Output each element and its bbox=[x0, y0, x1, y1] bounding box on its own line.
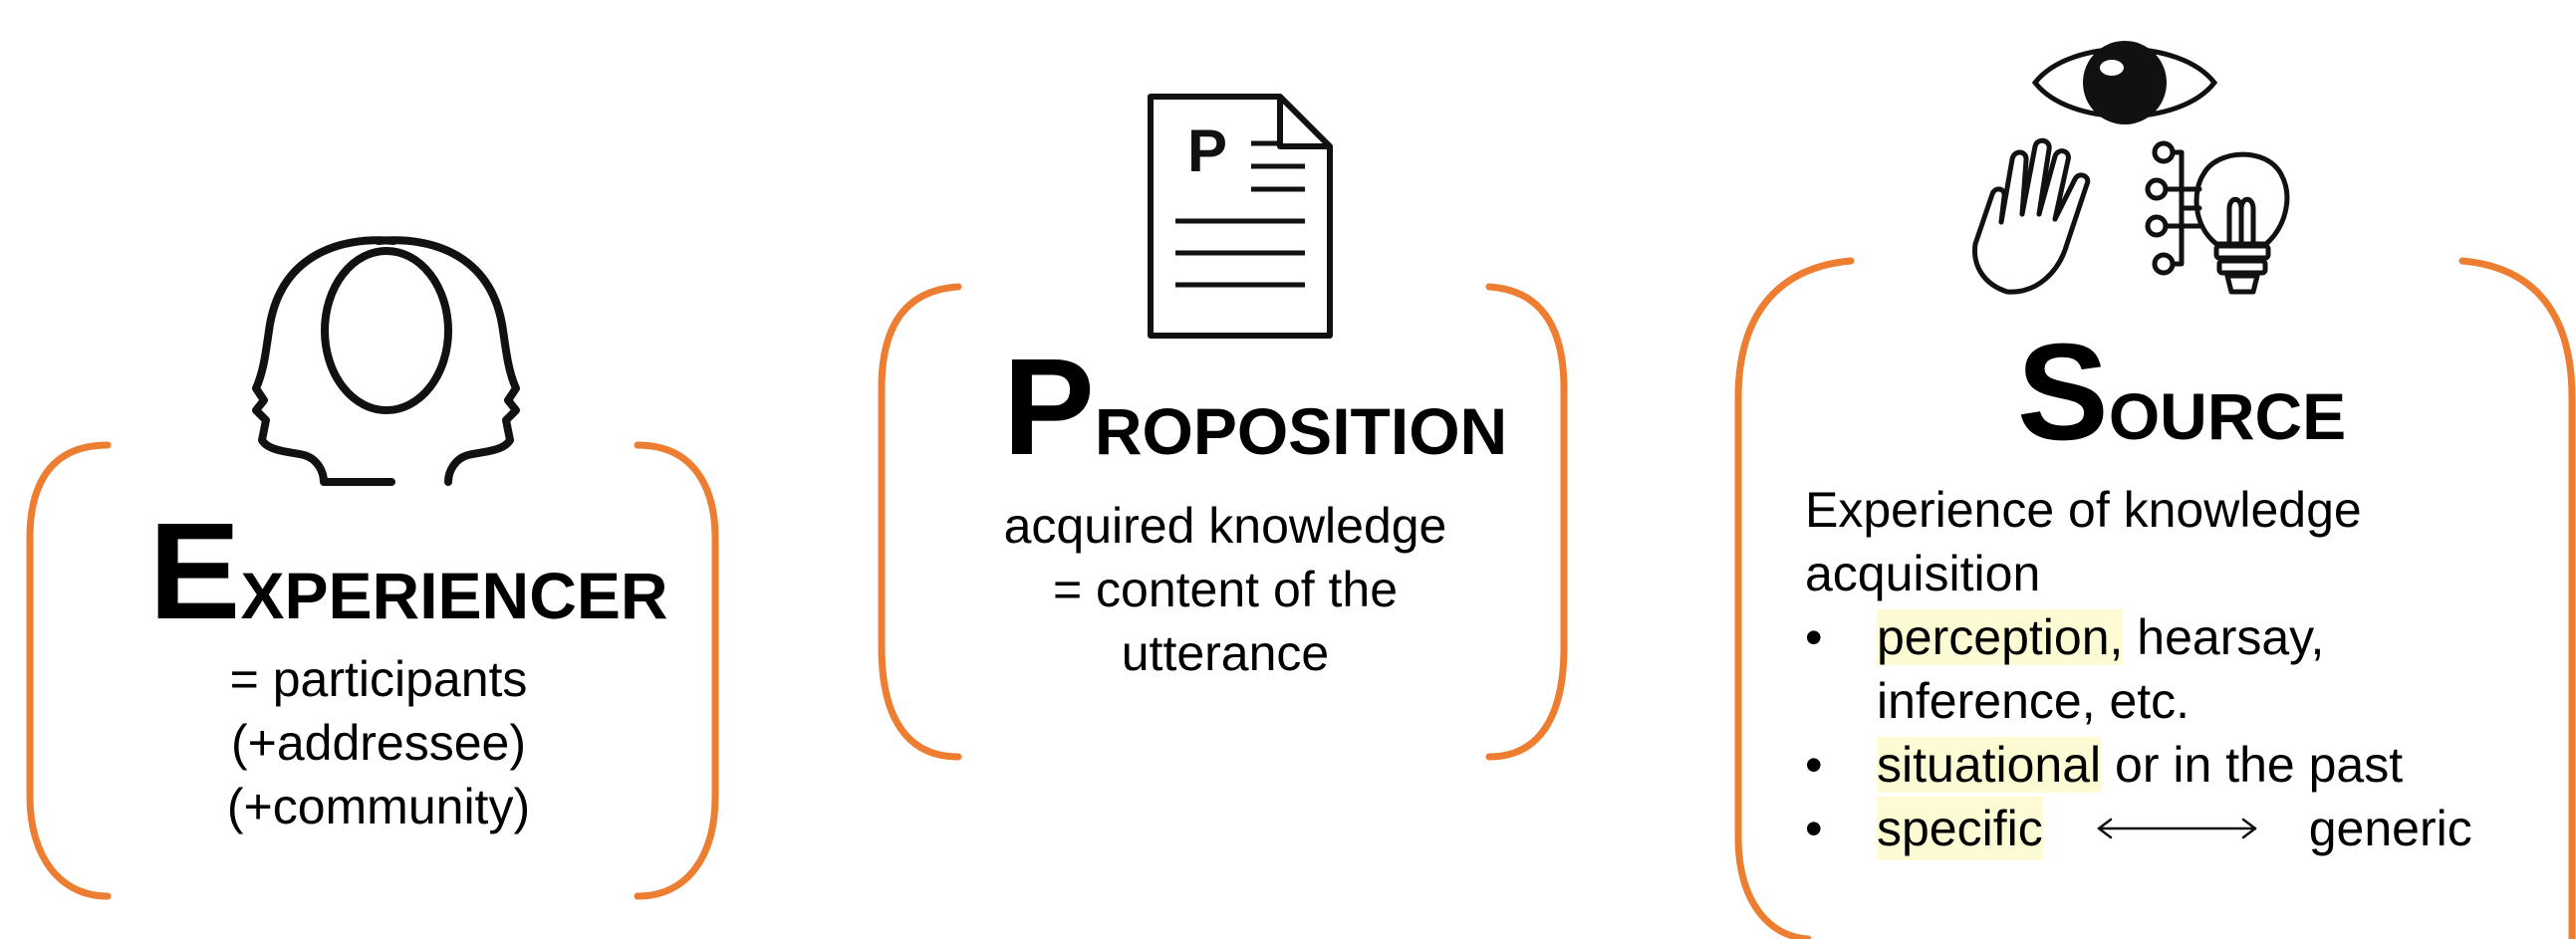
document-p-icon: P bbox=[1148, 94, 1333, 339]
source-title-rest: OURCE bbox=[2108, 379, 2347, 453]
highlighted-term: situational bbox=[1877, 737, 2102, 793]
source-title-cap: S bbox=[2016, 316, 2109, 469]
item-text: or in the past bbox=[2101, 737, 2404, 793]
source-right-bracket bbox=[2458, 257, 2576, 939]
eye-icon bbox=[2031, 41, 2218, 124]
item-text: hearsay, inference, etc. bbox=[1877, 609, 2325, 729]
experiencer-desc-line: (+addressee) bbox=[231, 715, 526, 771]
proposition-left-bracket bbox=[878, 283, 962, 761]
proposition-right-bracket bbox=[1485, 283, 1568, 761]
source-title: SOURCE bbox=[1972, 324, 2391, 461]
source-list-item: • situational or in the past bbox=[1805, 733, 2522, 797]
proposition-description: acquired knowledge = content of the utte… bbox=[946, 494, 1504, 685]
source-left-bracket bbox=[1734, 257, 1855, 939]
hand-icon bbox=[1971, 137, 2091, 295]
proposition-title-cap: P bbox=[1002, 331, 1095, 484]
source-list-item: • specific generic bbox=[1805, 797, 2522, 860]
bullet: • bbox=[1805, 609, 1823, 665]
source-intro: Experience of knowledge acquisition bbox=[1805, 482, 2362, 601]
bullet: • bbox=[1805, 737, 1823, 793]
highlighted-term: perception, bbox=[1877, 609, 2124, 665]
proposition-title: PROPOSITION bbox=[976, 339, 1534, 476]
specific-generic-row: specific generic bbox=[1877, 797, 2522, 860]
experiencer-right-bracket bbox=[634, 441, 719, 900]
source-list: • perception, hearsay, inference, etc. •… bbox=[1805, 605, 2522, 860]
experiencer-title: EXPERIENCER bbox=[100, 503, 717, 640]
experiencer-desc-line: = participants bbox=[229, 651, 528, 707]
document-letter: P bbox=[1187, 117, 1227, 184]
two-heads-profile-icon bbox=[252, 236, 520, 486]
proposition-title-rest: ROPOSITION bbox=[1094, 394, 1508, 468]
lightbulb-network-icon bbox=[2145, 140, 2290, 295]
item-text: generic bbox=[2308, 801, 2472, 856]
highlighted-term: specific bbox=[1877, 797, 2043, 860]
source-list-item: • perception, hearsay, inference, etc. bbox=[1805, 605, 2522, 733]
bullet: • bbox=[1805, 801, 1823, 856]
experiencer-title-cap: E bbox=[148, 495, 241, 648]
proposition-desc-line: utterance bbox=[1121, 625, 1330, 681]
proposition-desc-line: acquired knowledge bbox=[1003, 498, 1447, 554]
experiencer-left-bracket bbox=[26, 441, 112, 900]
double-arrow-icon bbox=[2097, 818, 2256, 839]
experiencer-title-rest: XPERIENCER bbox=[240, 559, 668, 632]
experiencer-description: = participants (+addressee) (+community) bbox=[129, 647, 628, 838]
experiencer-desc-line: (+community) bbox=[226, 779, 531, 834]
proposition-desc-line: = content of the bbox=[1052, 562, 1399, 617]
